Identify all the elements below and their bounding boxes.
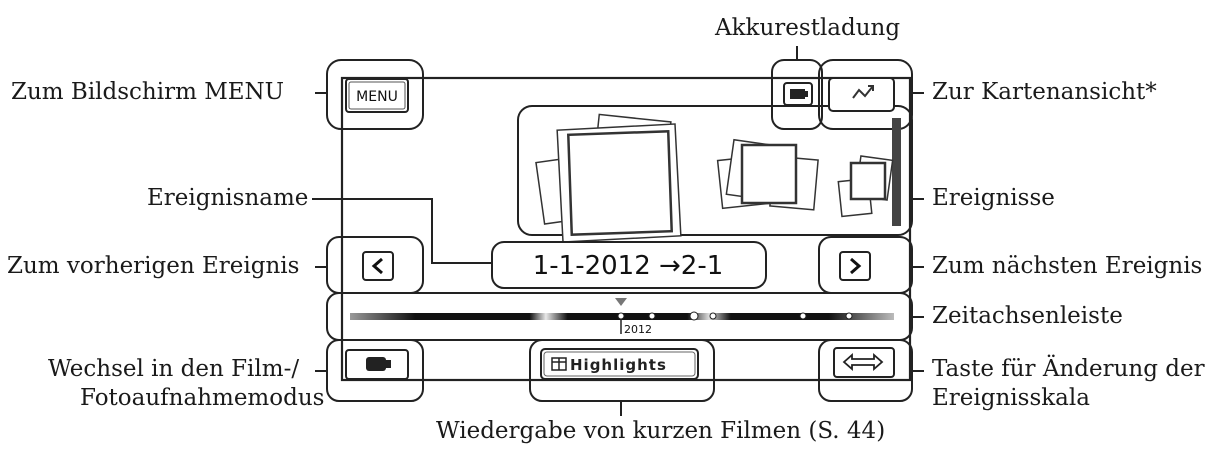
label-akkurestladung: Akkurestladung (715, 15, 901, 41)
label-menu-screen: Zum Bildschirm MENU (11, 79, 285, 105)
event-thumbnails[interactable] (535, 113, 894, 243)
event-date-text: 1-1-2012 →2-1 (533, 251, 724, 281)
label-timeline: Zeitachsenleiste (932, 303, 1123, 329)
highlights-button-label: Highlights (570, 356, 667, 374)
label-mode-line2: Fotoaufnahmemodus (80, 385, 325, 411)
next-event-button[interactable] (839, 251, 871, 281)
callout-boxes (326, 59, 913, 402)
callout-lines (312, 46, 924, 416)
highlights-button[interactable]: Highlights (540, 348, 699, 380)
timeline-position-marker (615, 298, 627, 306)
mode-switch-button[interactable] (345, 349, 409, 380)
timeline-year-label: 2012 (624, 323, 652, 336)
double-arrow-icon (842, 353, 884, 371)
map-view-icon (852, 85, 874, 99)
timeline-event-dots (617, 311, 853, 321)
menu-button[interactable]: MENU (345, 78, 409, 113)
previous-event-button[interactable] (362, 251, 394, 281)
chevron-right-icon (850, 257, 862, 275)
event-stack-3 (837, 155, 894, 218)
label-event-name: Ereignisname (147, 185, 309, 211)
camera-mode-icon (366, 357, 391, 371)
event-name-display: 1-1-2012 →2-1 (491, 241, 767, 289)
label-highlights-playback: Wiedergabe von kurzen Filmen (S. 44) (436, 418, 886, 444)
map-view-button[interactable] (828, 77, 895, 112)
label-scale-line1: Taste für Änderung der (932, 356, 1205, 382)
menu-button-label: MENU (356, 89, 398, 105)
label-map-view: Zur Kartenansicht* (932, 79, 1157, 105)
event-stack-2 (716, 138, 819, 211)
event-stack-1 (535, 113, 682, 243)
chevron-left-icon (371, 257, 383, 275)
label-prev-event: Zum vorherigen Ereignis (7, 253, 300, 279)
label-events: Ereignisse (932, 185, 1055, 211)
label-mode-line1: Wechsel in den Film-/ (48, 356, 300, 382)
timeline-bar[interactable]: 2012 (350, 298, 894, 336)
label-next-event: Zum nächsten Ereignis (932, 253, 1203, 279)
scrollbar[interactable] (892, 118, 901, 226)
battery-icon (783, 82, 813, 106)
film-highlights-icon (551, 357, 567, 371)
event-scale-button[interactable] (833, 347, 895, 378)
label-scale-line2: Ereignisskala (932, 385, 1090, 411)
